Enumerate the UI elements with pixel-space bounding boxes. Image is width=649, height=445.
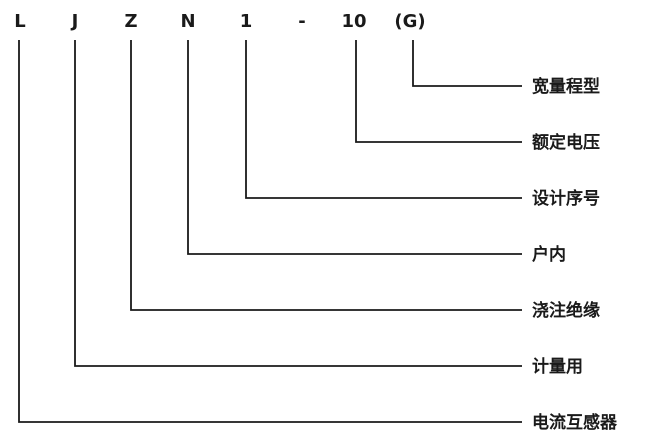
label-rated-voltage: 额定电压 [532,132,600,153]
code-symbol-n: N [180,11,195,32]
leader-line-10 [355,40,522,143]
label-metering-use: 计量用 [532,356,583,377]
code-symbol-j: J [70,11,79,32]
leader-line-z [130,40,522,311]
leader-line-j [74,40,522,367]
label-cast-insulation: 浇注绝缘 [532,300,600,321]
code-symbol-dash: - [298,11,305,32]
leader-line-l [18,40,522,423]
code-symbol-l: L [14,11,25,32]
leader-line-g [412,40,522,87]
leader-line-1 [245,40,522,199]
code-symbol-10: 10 [341,11,366,32]
label-current-transformer: 电流互感器 [532,412,618,433]
code-symbol-1: 1 [240,11,253,32]
leader-line-n [187,40,522,255]
label-design-serial: 设计序号 [532,188,600,209]
code-symbol-z: Z [124,11,137,32]
code-symbol-g: (G) [394,11,425,32]
label-indoor: 户内 [532,244,566,265]
label-wide-range-type: 宽量程型 [532,76,600,97]
